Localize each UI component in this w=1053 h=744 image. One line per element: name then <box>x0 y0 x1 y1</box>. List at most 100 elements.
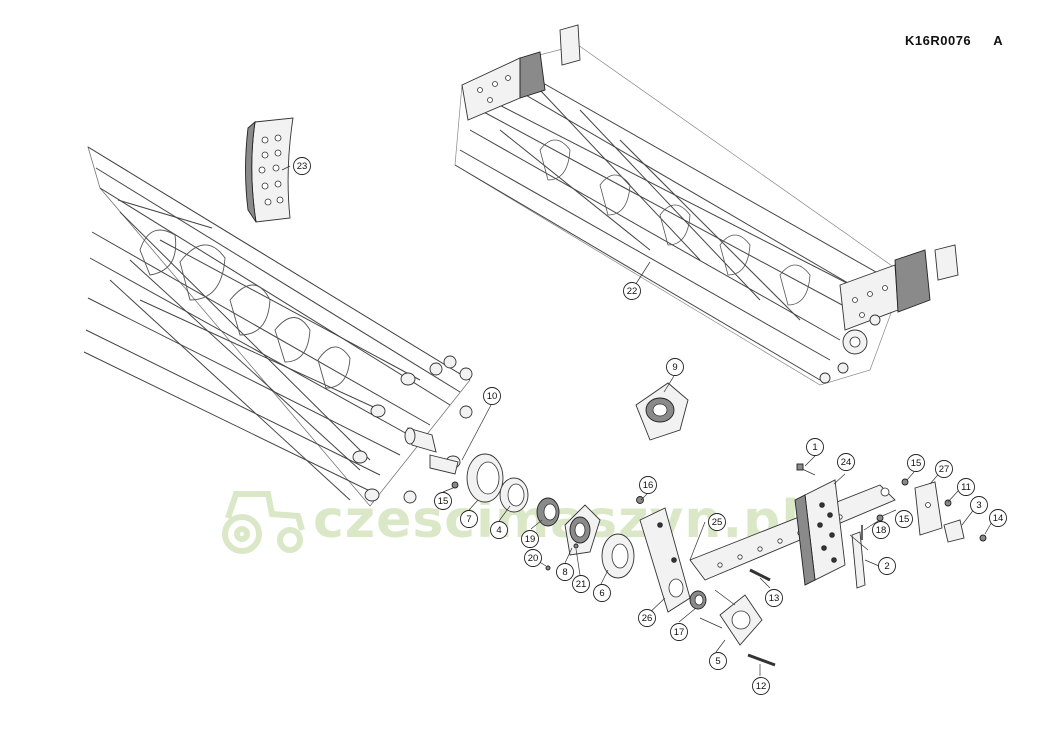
callout-number: 6 <box>599 588 604 599</box>
bolts-and-nuts <box>451 463 987 667</box>
callout-circle <box>989 509 1007 527</box>
arm-part-25 <box>689 484 896 581</box>
callout-5: 5 <box>709 652 727 670</box>
callout-circle <box>490 521 508 539</box>
callout-circle <box>935 460 953 478</box>
callout-circle <box>837 453 855 471</box>
document-reference: K16R0076 A <box>905 33 1003 48</box>
scraper-segment-part-23 <box>245 117 294 223</box>
callout-circle <box>872 521 890 539</box>
callout-8: 8 <box>556 563 574 581</box>
callout-7: 7 <box>460 510 478 528</box>
callout-13: 13 <box>765 589 783 607</box>
callout-circle <box>970 496 988 514</box>
callout-number: 1 <box>812 442 817 453</box>
callout-circle <box>521 530 539 548</box>
bearing-part-19 <box>536 497 560 527</box>
callout-circle <box>434 492 452 510</box>
callout-27: 27 <box>935 460 953 478</box>
callout-12: 12 <box>752 677 770 695</box>
callout-4: 4 <box>490 521 508 539</box>
callout-number: 9 <box>672 362 677 373</box>
callout-number: 13 <box>769 593 780 604</box>
callout-circle <box>752 677 770 695</box>
callout-circle <box>907 454 925 472</box>
plate-part-26 <box>639 507 691 613</box>
callout-circle <box>878 557 896 575</box>
callout-number: 5 <box>715 656 720 667</box>
callout-14: 14 <box>989 509 1007 527</box>
clamp-part-27 <box>914 481 965 543</box>
ring-part-4 <box>499 477 529 513</box>
seal-part-17 <box>689 590 707 610</box>
document-code: K16R0076 <box>905 33 972 48</box>
callout-15: 15 <box>434 492 452 510</box>
callout-23: 23 <box>293 157 311 175</box>
callout-number: 15 <box>911 458 922 469</box>
bracket-part-24 <box>794 479 846 586</box>
callout-number: 8 <box>562 567 567 578</box>
callout-11: 11 <box>957 478 975 496</box>
callout-circle <box>572 575 590 593</box>
callout-number: 14 <box>993 513 1004 524</box>
callout-circle <box>895 510 913 528</box>
callout-number: 21 <box>576 579 587 590</box>
callout-number: 12 <box>756 681 767 692</box>
callout-labels: 1234567891011121314151515161718192021222… <box>293 157 1007 695</box>
callout-number: 15 <box>438 496 449 507</box>
callout-circle <box>556 563 574 581</box>
callout-number: 17 <box>674 627 685 638</box>
callout-circle <box>638 609 656 627</box>
callout-18: 18 <box>872 521 890 539</box>
callout-circle <box>483 387 501 405</box>
callout-number: 16 <box>643 480 654 491</box>
callout-1: 1 <box>806 438 824 456</box>
callout-10: 10 <box>483 387 501 405</box>
callout-number: 10 <box>487 391 498 402</box>
bushing-part-10 <box>404 427 461 475</box>
callout-circle <box>709 652 727 670</box>
callout-circle <box>524 549 542 567</box>
document-revision: A <box>993 33 1004 48</box>
left-roller-assembly <box>83 146 473 507</box>
callout-17: 17 <box>670 623 688 641</box>
callout-number: 22 <box>627 286 638 297</box>
callout-number: 2 <box>884 561 889 572</box>
callout-22: 22 <box>623 282 641 300</box>
callout-circle <box>957 478 975 496</box>
cover-plate-part-5 <box>699 589 763 646</box>
callout-number: 18 <box>876 525 887 536</box>
callout-circle <box>639 476 657 494</box>
callout-number: 20 <box>528 553 539 564</box>
callout-number: 27 <box>939 464 950 475</box>
callout-number: 4 <box>496 525 501 536</box>
callout-number: 19 <box>525 534 536 545</box>
callout-circle <box>806 438 824 456</box>
pin-part-2 <box>849 531 869 589</box>
tractor-icon <box>222 491 305 554</box>
callout-circle <box>670 623 688 641</box>
callout-21: 21 <box>572 575 590 593</box>
callout-number: 3 <box>976 500 981 511</box>
callout-circle <box>708 513 726 531</box>
callout-circle <box>460 510 478 528</box>
callout-number: 11 <box>961 482 971 493</box>
callout-number: 23 <box>297 161 308 172</box>
callout-15: 15 <box>895 510 913 528</box>
callout-number: 7 <box>466 514 471 525</box>
callout-circle <box>666 358 684 376</box>
roller-frame-part-22 <box>454 24 959 386</box>
callout-number: 24 <box>841 457 852 468</box>
callout-25: 25 <box>708 513 726 531</box>
callout-26: 26 <box>638 609 656 627</box>
callout-number: 26 <box>642 613 653 624</box>
callout-number: 15 <box>899 514 910 525</box>
callout-9: 9 <box>666 358 684 376</box>
callout-24: 24 <box>837 453 855 471</box>
callout-circle <box>293 157 311 175</box>
callout-circle <box>593 584 611 602</box>
callout-16: 16 <box>639 476 657 494</box>
callout-circle <box>623 282 641 300</box>
